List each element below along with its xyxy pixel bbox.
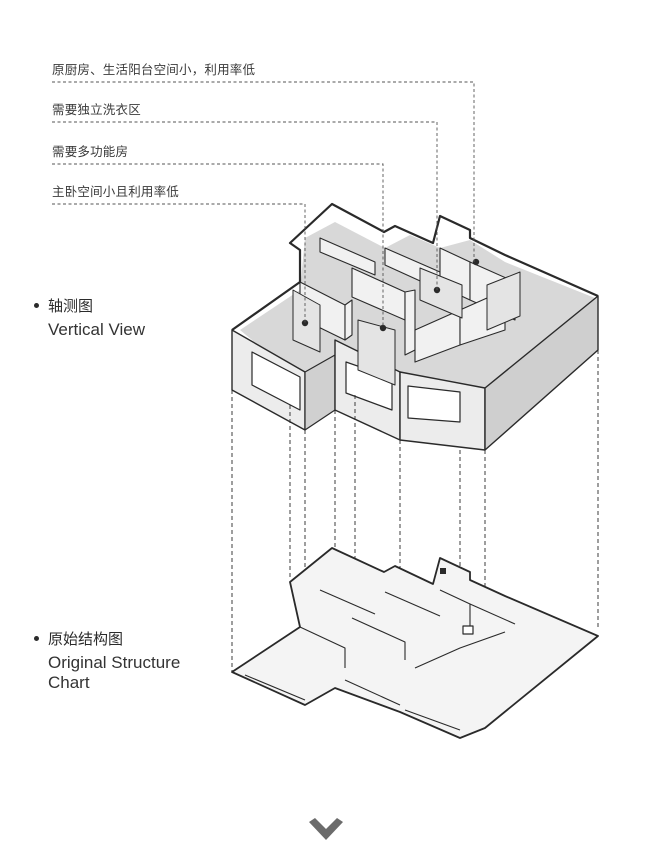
section-axonometric: 轴测图 Vertical View <box>34 295 145 340</box>
callout-master-bedroom: 主卧空间小且利用率低 <box>52 184 180 199</box>
section-original-en-line1: Original Structure <box>48 653 181 672</box>
section-axonometric-zh: 轴测图 <box>34 295 145 316</box>
callout-laundry: 需要独立洗衣区 <box>52 102 141 117</box>
marker-multi-room <box>379 324 387 332</box>
chevron-down-icon[interactable] <box>309 818 343 842</box>
callout-multi-room: 需要多功能房 <box>52 144 129 159</box>
original-structure-plan <box>231 547 599 739</box>
inner-face-3 <box>419 267 463 319</box>
inner-face-4 <box>486 271 521 331</box>
plan-column <box>440 568 446 574</box>
axonometric-model <box>231 202 599 451</box>
section-original: 原始结构图 Original Structure Chart <box>34 628 180 693</box>
section-original-en-line2: Chart <box>48 673 90 692</box>
section-axonometric-en: Vertical View <box>48 320 146 339</box>
model-outline <box>231 202 599 331</box>
callout-leaders <box>52 81 475 328</box>
callout-kitchen: 原厨房、生活阳台空间小，利用率低 <box>52 62 256 77</box>
marker-master-bedroom <box>301 319 309 327</box>
window-right <box>407 385 461 423</box>
window-left <box>251 351 301 411</box>
section-original-zh: 原始结构图 <box>34 628 180 649</box>
plan-walls <box>244 589 516 731</box>
plan-shaft <box>462 625 474 635</box>
plan-slab <box>231 547 599 739</box>
